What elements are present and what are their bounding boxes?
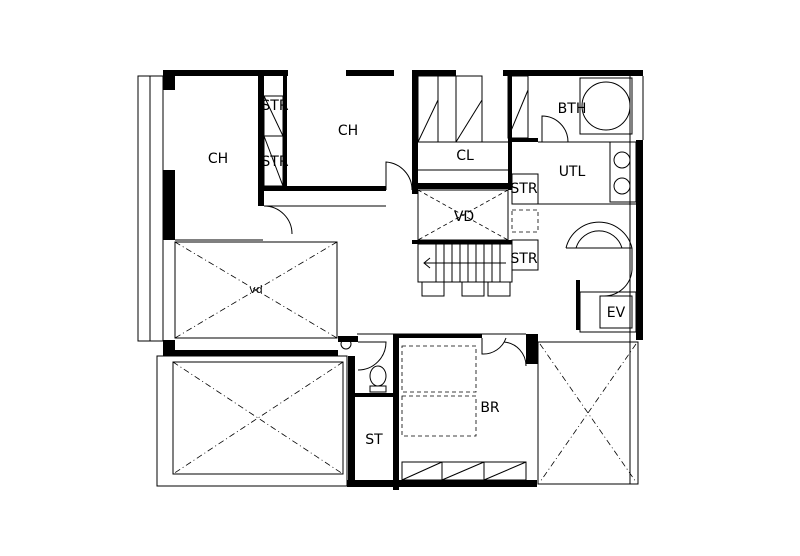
room-label-str-mid: STR	[510, 181, 537, 197]
room-label-ev: EV	[607, 305, 626, 321]
room-label-str-top2: STR	[261, 154, 288, 170]
room-label-vd-center: VD	[454, 209, 474, 225]
void-bottom-left	[172, 361, 344, 475]
void-left	[174, 241, 338, 339]
room-label-vd-left: vd	[249, 283, 263, 296]
void-right	[539, 343, 637, 483]
room-label-ch-left: CH	[208, 151, 228, 167]
room-label-ch-center: CH	[338, 123, 358, 139]
room-label-bth: BTH	[558, 101, 587, 117]
room-details	[175, 75, 637, 481]
room-label-cl: CL	[456, 148, 474, 164]
room-labels: CH CH STR STR CL BTH UTL STR VD STR vd E…	[208, 98, 626, 448]
room-label-str-top1: STR	[261, 98, 288, 114]
room-label-st: ST	[365, 432, 383, 448]
room-label-utl: UTL	[559, 164, 586, 180]
room-label-str-stair: STR	[510, 251, 537, 267]
walls	[163, 70, 643, 490]
room-label-br: BR	[480, 400, 500, 416]
